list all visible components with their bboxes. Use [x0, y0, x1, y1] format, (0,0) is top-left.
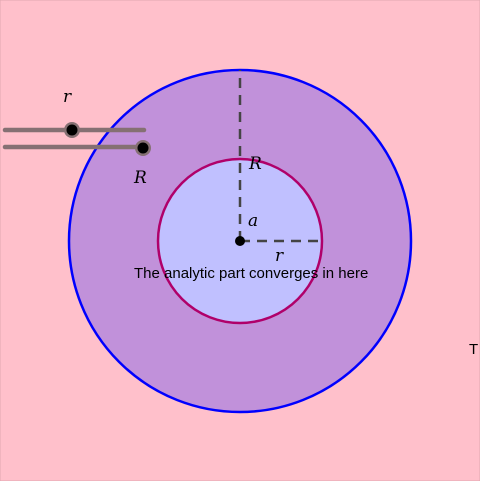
slider-R-handle[interactable]	[137, 142, 149, 154]
center-point[interactable]	[235, 236, 245, 246]
slider-R-label: R	[133, 168, 147, 188]
outer-radius-label: R	[248, 154, 262, 174]
center-label: a	[248, 211, 258, 231]
slider-r-label: r	[63, 87, 72, 107]
edge-label: T	[469, 341, 478, 358]
inner-radius-label: r	[275, 246, 284, 266]
convergence-caption: The analytic part converges in here	[134, 265, 368, 282]
slider-r-handle[interactable]	[66, 124, 78, 136]
